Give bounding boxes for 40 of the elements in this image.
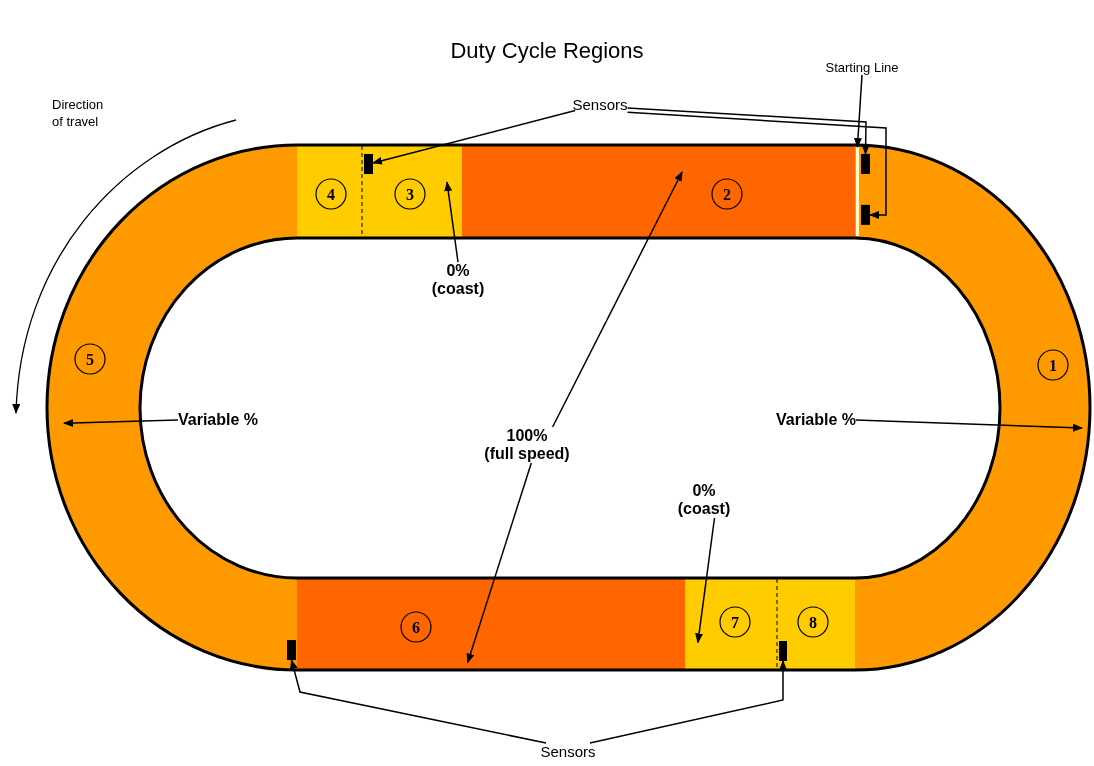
track-section (297, 145, 362, 238)
sensor-marker (861, 204, 870, 225)
track-section (855, 145, 1090, 670)
arrow (854, 74, 863, 148)
arrow (626, 111, 887, 219)
section-number: 6 (400, 611, 432, 643)
arrow (589, 660, 787, 744)
arrow (626, 107, 870, 155)
section-number: 7 (719, 606, 751, 638)
starting-line (855, 147, 859, 236)
arrow (551, 171, 683, 428)
arrow (372, 109, 576, 165)
arrow (289, 659, 547, 744)
callout-label: Starting Line (825, 60, 899, 75)
callout-label: Variable % (178, 411, 259, 429)
track-section (47, 145, 297, 670)
section-number: 3 (394, 178, 426, 210)
sensor-marker (779, 641, 787, 661)
arrow (855, 419, 1083, 432)
track-section (777, 578, 855, 670)
sensor-marker (861, 153, 870, 174)
section-number: 5 (74, 343, 106, 375)
section-number: 4 (315, 178, 347, 210)
sensor-marker (287, 640, 296, 661)
callout-label: 0% (coast) (677, 482, 731, 518)
callout-label: Sensors (540, 743, 596, 760)
callout-label: 100% (full speed) (484, 427, 570, 463)
direction-label: Direction of travel (52, 96, 105, 130)
arrow (444, 181, 459, 263)
diagram-title: Duty Cycle Regions (449, 38, 645, 64)
sensor-marker (364, 154, 373, 174)
callout-label: Variable % (776, 411, 857, 429)
section-number: 8 (797, 606, 829, 638)
callout-label: 0% (coast) (431, 262, 485, 298)
section-number: 1 (1037, 349, 1069, 381)
arrow (466, 462, 533, 664)
arrow (63, 419, 179, 428)
callout-label: Sensors (572, 96, 628, 113)
section-number: 2 (711, 178, 743, 210)
arrow (695, 517, 716, 644)
